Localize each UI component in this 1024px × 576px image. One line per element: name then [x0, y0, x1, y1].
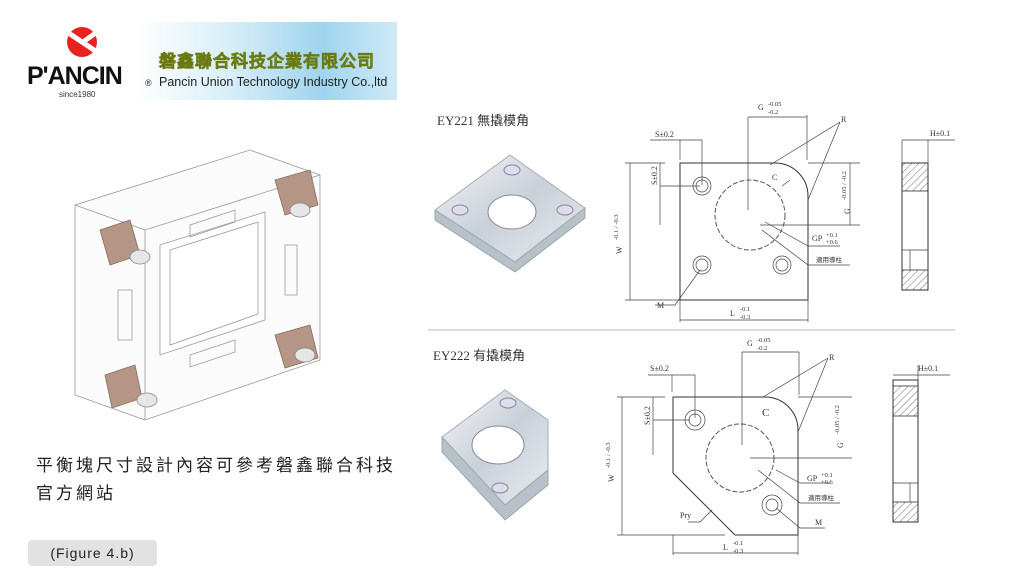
ey221-s-vertical-label: S±0.2	[650, 166, 659, 185]
ey221-g-top-label: G	[758, 103, 764, 112]
ey222-g-right-label: G	[836, 442, 845, 448]
ey222-l-label: L	[723, 543, 728, 552]
ey221-gp-label: GP	[812, 234, 823, 243]
company-logo-banner: P'ANCIN ® since1980 磐鑫聯合科技企業有限公司 Pancin …	[25, 22, 397, 100]
ey221-m-label: M	[657, 301, 664, 310]
caption-text: 平衡塊尺寸設計內容可參考磐鑫聯合科技官方網站	[36, 456, 396, 504]
ey221-gp-tol-up: +0.1	[826, 232, 838, 239]
ey221-s-horizontal-label: S±0.2	[655, 130, 674, 139]
ey221-r-label: R	[841, 115, 847, 124]
ey221-g-top-tol-up: -0.05	[768, 101, 782, 108]
ey222-l-tol-up: -0.1	[733, 540, 743, 547]
ey221-g-top-tol-low: -0.2	[768, 109, 778, 116]
ey222-m-label: M	[815, 518, 822, 527]
ey222-h-label: H±0.1	[918, 364, 938, 373]
company-name-en: Pancin Union Technology Industry Co.,ltd	[159, 75, 388, 89]
ey222-g-top-label: G	[747, 339, 753, 348]
ey221-c-label: C	[772, 173, 777, 182]
ey222-section: EY222 有撬模角	[433, 337, 950, 555]
ey222-r-label: R	[829, 353, 835, 362]
ey222-3d-part-image	[441, 389, 549, 521]
ey222-s-horizontal-label: S±0.2	[650, 364, 669, 373]
ey221-w-label: W	[615, 246, 624, 254]
ey222-w-tol: -0.1 / -0.3	[605, 442, 612, 468]
ey221-l-label: L	[730, 309, 735, 318]
ey222-s-vertical-label: S±0.2	[643, 406, 652, 425]
ey221-g-right-tol: -0.05 / -0.2	[841, 171, 848, 200]
ey222-title: EY222 有撬模角	[433, 348, 525, 363]
ey221-title: EY221 無撬模角	[437, 113, 529, 128]
ey221-w-tol: -0.1 / -0.3	[613, 214, 620, 240]
ey221-l-tol-low: -0.3	[740, 314, 750, 321]
ey222-g-top-tol-up: -0.05	[757, 337, 771, 344]
ey222-l-tol-low: -0.3	[733, 548, 743, 555]
pancin-logo-mark-icon	[65, 27, 99, 57]
ey222-side-view: H±0.1	[892, 364, 950, 523]
figure-label: (Figure 4.b)	[28, 540, 157, 566]
ey222-pry-label: Pry	[680, 511, 691, 520]
ey221-side-view: H±0.1	[901, 129, 955, 291]
ey221-section: EY221 無撬模角	[434, 101, 955, 322]
ey221-gp-tol-low: +0.6	[826, 239, 839, 246]
ey222-gp-tol-up: +0.1	[821, 472, 833, 479]
ey221-h-label: H±0.1	[930, 129, 950, 138]
brand-name: P'ANCIN	[27, 62, 123, 90]
ey221-guide-pillar-label: 適用導柱	[816, 255, 843, 264]
ey222-g-right-tol: -0.05 / -0.2	[834, 405, 841, 434]
ey222-plan-view: G -0.05 -0.2 R S±0.2 S±0.2 C G -0.05 / -…	[605, 337, 852, 555]
ey221-l-tol-up: -0.1	[740, 306, 750, 313]
ey222-gp-tol-low: +0.6	[821, 479, 834, 486]
ey222-w-label: W	[607, 474, 616, 482]
ey222-guide-pillar-label: 適用導柱	[808, 493, 835, 502]
ey222-g-top-tol-low: -0.2	[757, 345, 767, 352]
company-name-cn: 磐鑫聯合科技企業有限公司	[159, 52, 375, 73]
registered-mark: ®	[145, 78, 152, 88]
ey222-gp-label: GP	[807, 474, 818, 483]
mold-base-isometric-drawing	[74, 149, 321, 421]
ey221-3d-part-image	[434, 154, 586, 273]
ey222-c-label: C	[762, 407, 769, 419]
ey221-g-right-label: G	[843, 208, 852, 214]
ey221-plan-view: G -0.05 -0.2 R S±0.2 S±0.2 C G -0.05 / -…	[613, 101, 860, 322]
since-text: since1980	[59, 90, 96, 99]
